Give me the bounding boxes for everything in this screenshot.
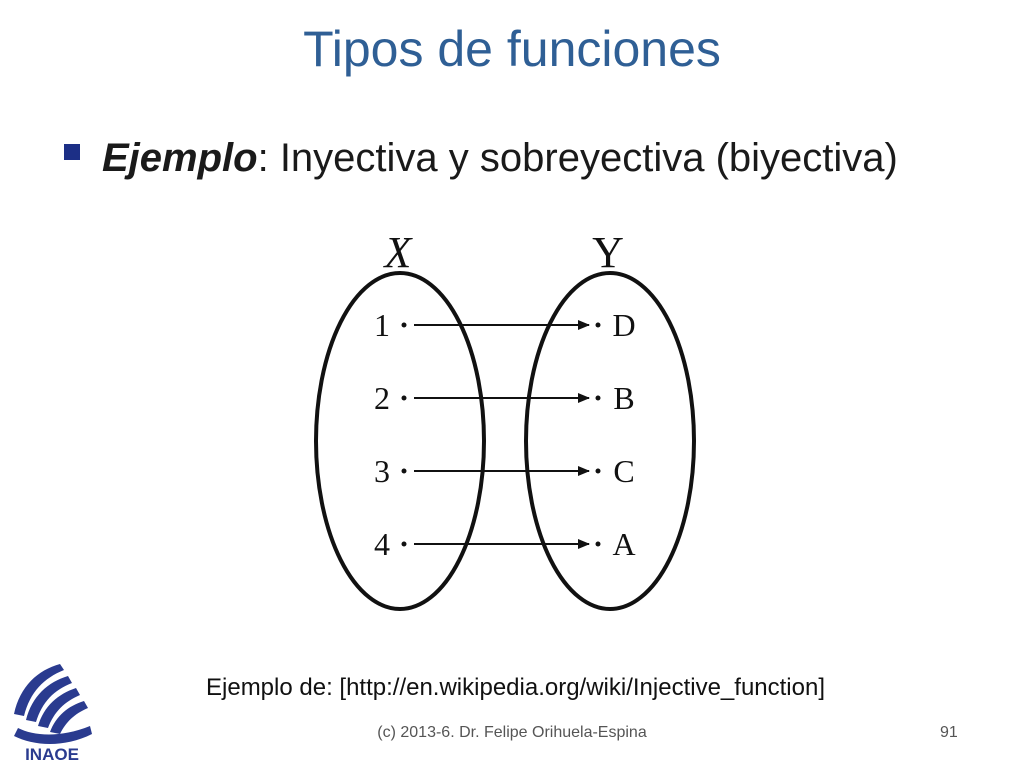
codomain-element-label: D: [612, 307, 635, 343]
inaoe-logo: INAOE: [14, 664, 92, 764]
logo-wordmark: INAOE: [25, 745, 79, 764]
domain-element-label: 1: [374, 307, 390, 343]
codomain-element-dot: [595, 322, 601, 328]
domain-element-dot: [401, 322, 407, 328]
set-x-label: X: [383, 228, 414, 277]
codomain-element-dot: [595, 468, 601, 474]
domain-element-label: 4: [374, 526, 390, 562]
bullet-square-icon: [64, 144, 80, 160]
codomain-element-label: B: [613, 380, 634, 416]
footer-credit: (c) 2013-6. Dr. Felipe Orihuela-Espina: [377, 724, 647, 741]
domain-element-dot: [401, 395, 407, 401]
set-y-label: Y: [592, 228, 624, 277]
domain-element-dot: [401, 468, 407, 474]
domain-element-dot: [401, 541, 407, 547]
domain-element-label: 3: [374, 453, 390, 489]
codomain-element-dot: [595, 395, 601, 401]
bullet-body: : Inyectiva y sobreyectiva (biyectiva): [257, 136, 898, 180]
function-diagram: X Y 1 2 3 4 D B C A: [314, 228, 696, 611]
set-x-ellipse: [314, 271, 486, 611]
page-number: 91: [940, 724, 958, 741]
source-citation: Ejemplo de: [http://en.wikipedia.org/wik…: [206, 674, 825, 701]
set-y-ellipse: [524, 271, 696, 611]
slide-title: Tipos de funciones: [303, 21, 721, 77]
bullet-text: Ejemplo: Inyectiva y sobreyectiva (biyec…: [102, 134, 922, 182]
domain-element-label: 2: [374, 380, 390, 416]
codomain-element-label: A: [612, 526, 635, 562]
codomain-element-dot: [595, 541, 601, 547]
bullet-emphasis: Ejemplo: [102, 136, 258, 180]
mapping-group: 1 2 3 4 D B C A: [374, 307, 636, 562]
codomain-element-label: C: [613, 453, 634, 489]
